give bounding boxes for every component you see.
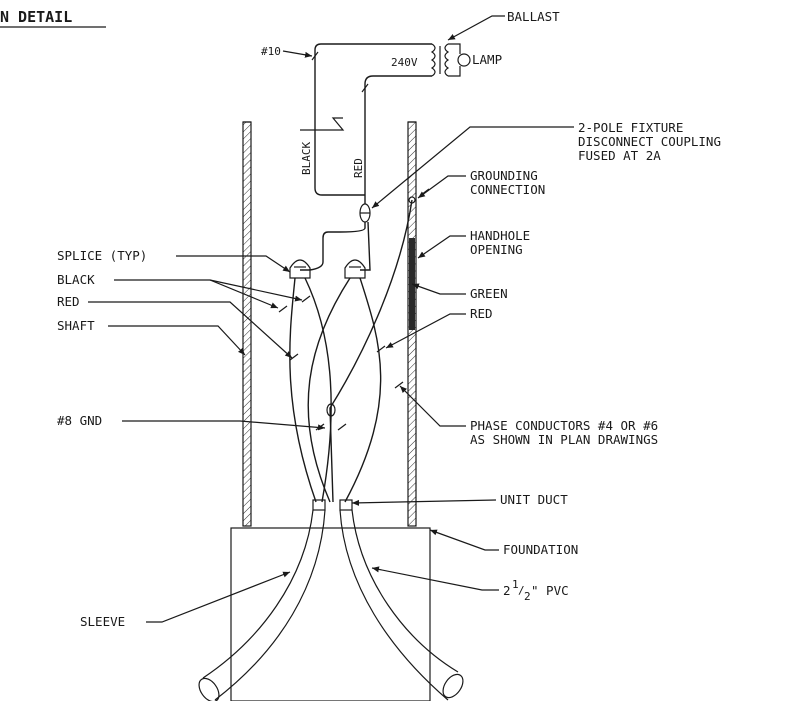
sleeve-label: SLEEVE xyxy=(80,614,125,629)
svg-text:1: 1 xyxy=(512,578,519,591)
shaft-label: SHAFT xyxy=(57,318,95,333)
wire-left-outer xyxy=(289,277,317,503)
splice-left xyxy=(289,259,311,279)
wire-left-inner xyxy=(304,277,332,503)
wire-crossing xyxy=(307,277,351,503)
pvc-conduit-outer xyxy=(339,509,449,701)
red-left-label: RED xyxy=(57,294,80,309)
fixture-label-line2: DISCONNECT COUPLING xyxy=(578,134,721,149)
detail-title: N DETAIL xyxy=(0,8,72,26)
ground-wire xyxy=(329,199,413,503)
unit-duct-left xyxy=(312,499,326,511)
pvc-label: 2 1 / 2 " PVC xyxy=(503,578,569,603)
splice-label: SPLICE (TYP) xyxy=(57,248,147,263)
handhole-label-line2: OPENING xyxy=(470,242,523,257)
red-supply-wire-top xyxy=(364,75,432,195)
phase-label-line2: AS SHOWN IN PLAN DRAWINGS xyxy=(470,432,658,447)
fixture-label-line1: 2-POLE FIXTURE xyxy=(578,120,683,135)
svg-text:2: 2 xyxy=(524,590,531,603)
shaft-left-wall xyxy=(242,121,252,527)
ballast-secondary-coil xyxy=(444,43,450,77)
green-label: GREEN xyxy=(470,286,508,301)
splice-right xyxy=(344,259,366,279)
sleeve-conduit-outer xyxy=(202,509,314,679)
break-symbol xyxy=(300,117,345,131)
svg-text:2: 2 xyxy=(503,583,511,598)
grounding-connection xyxy=(408,196,416,204)
fixture-label-line3: FUSED AT 2A xyxy=(578,148,661,163)
wire-right xyxy=(344,277,382,503)
ballast-label: BALLAST xyxy=(507,9,560,24)
handhole-label-line1: HANDHOLE xyxy=(470,228,530,243)
ballast-primary-coil xyxy=(430,43,436,77)
foundation-block xyxy=(230,527,431,701)
black-supply-wire-top xyxy=(314,43,432,123)
red-right-label: RED xyxy=(470,306,493,321)
black-wire-tag: BLACK xyxy=(300,142,313,175)
ground-split-bolt xyxy=(326,403,336,417)
lamp-symbol xyxy=(457,53,471,67)
wire-size-label: #10 xyxy=(261,45,281,58)
lamp-label: LAMP xyxy=(472,52,502,67)
phase-label-line1: PHASE CONDUCTORS #4 OR #6 xyxy=(470,418,658,433)
black-label: BLACK xyxy=(57,272,95,287)
grounding-label-line2: CONNECTION xyxy=(470,182,545,197)
foundation-label: FOUNDATION xyxy=(503,542,578,557)
unit-duct-label: UNIT DUCT xyxy=(500,492,568,507)
svg-text:" PVC: " PVC xyxy=(531,583,569,598)
svg-text:/: / xyxy=(518,584,525,597)
gnd-label: #8 GND xyxy=(57,413,102,428)
voltage-label: 240V xyxy=(391,56,418,69)
grounding-label-line1: GROUNDING xyxy=(470,168,538,183)
red-wire-tag: RED xyxy=(352,158,365,178)
